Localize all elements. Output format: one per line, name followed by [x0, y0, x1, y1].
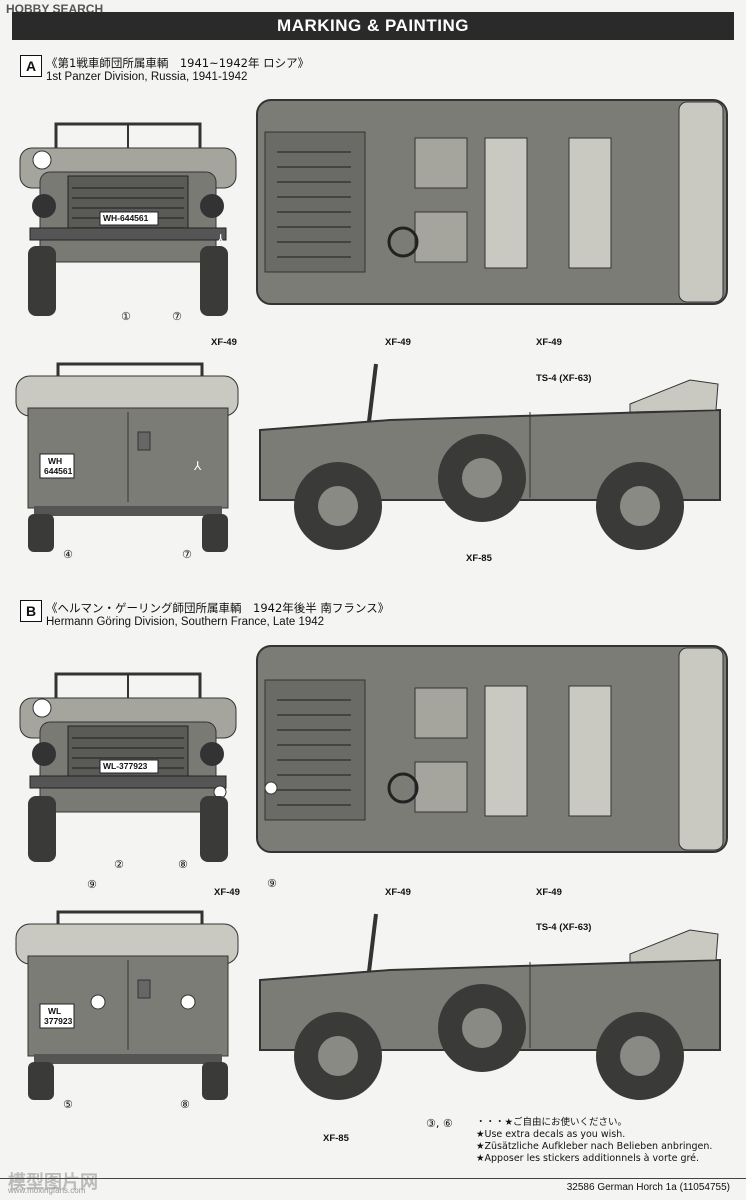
a-side-paint-bottom: XF-85 [466, 553, 492, 564]
b-top-paint-left: XF-49 [385, 887, 411, 898]
section-a-title-en: 1st Panzer Division, Russia, 1941-1942 [46, 71, 248, 83]
section-b-rear-view [15, 910, 239, 1100]
page-title: MARKING & PAINTING [277, 16, 469, 35]
a-top-paint-left: XF-49 [385, 337, 411, 348]
b-callout-5: ⑤ [63, 1098, 73, 1111]
a-callout-7-front: ⑦ [172, 310, 182, 323]
a-side-paint-top: TS-4 (XF-63) [536, 373, 592, 384]
notes-block: ・・・★ご自由にお使いください。 ★Use extra decals as yo… [476, 1117, 712, 1165]
section-a-title-jp: 《第1戦車師団所属車輌 1941~1942年 ロシア》 [46, 56, 310, 70]
a-top-paint-right: XF-49 [536, 337, 562, 348]
footer-text: 32586 German Horch 1a (11054755) [566, 1182, 730, 1193]
notes-de: ★Züsätzliche Aufkleber nach Belieben anb… [476, 1141, 713, 1152]
section-b-title-jp: 《ヘルマン・ゲーリング師団所属車輌 1942年後半 南フランス》 [46, 601, 390, 615]
watermark-url: www.moxingfans.com [8, 1186, 86, 1195]
section-b-letter: B [20, 600, 42, 622]
b-callout-9-top: ⑨ [267, 877, 277, 890]
b-front-plate: WL-377923 [103, 761, 148, 771]
section-a-side-view [259, 363, 721, 550]
section-a-top-view [256, 99, 728, 305]
notes-en: ★Use extra decals as you wish. [476, 1129, 626, 1140]
notes-callout-ref: ③, ⑥ [426, 1117, 453, 1130]
b-side-paint-bottom: XF-85 [323, 1133, 349, 1144]
notes-jp: ・・・★ご自由にお使いください。 [476, 1117, 628, 1128]
rune-icon: ⅄ [193, 459, 202, 473]
section-b-top-view [256, 645, 728, 853]
a-rear-plate-bottom: 644561 [44, 466, 73, 476]
b-rear-plate-top: WL [48, 1006, 62, 1016]
section-b-front-view [19, 672, 237, 862]
section-a-letter: A [20, 55, 42, 77]
a-rear-paint-top: XF-49 [211, 337, 237, 348]
section-a-front-view: ⅄ [19, 122, 237, 316]
a-callout-1: ① [121, 310, 131, 323]
notes-fr: ★Apposer les stickers additionnels à vor… [476, 1153, 700, 1164]
watermark-logo: 模型图片网 [8, 1172, 98, 1193]
b-callout-9-rear: ⑨ [87, 878, 97, 891]
b-callout-8-rear: ⑧ [180, 1098, 190, 1111]
section-b-title-en: Hermann Göring Division, Southern France… [46, 616, 325, 628]
header-bar [12, 12, 734, 40]
section-a-rear-view: ⅄ [15, 362, 239, 552]
b-callout-2: ② [114, 858, 124, 871]
a-callout-7-rear: ⑦ [182, 548, 192, 561]
section-b-side-view [259, 913, 721, 1100]
b-rear-plate-bottom: 377923 [44, 1016, 73, 1026]
b-rear-paint-top: XF-49 [214, 887, 240, 898]
b-callout-8-front: ⑧ [178, 858, 188, 871]
a-front-plate: WH-644561 [103, 213, 149, 223]
rune-icon: ⅄ [216, 232, 225, 246]
footer-divider [0, 1178, 746, 1179]
b-top-paint-right: XF-49 [536, 887, 562, 898]
a-callout-4: ④ [63, 548, 73, 561]
b-side-paint-top: TS-4 (XF-63) [536, 922, 592, 933]
a-rear-plate-top: WH [48, 456, 63, 466]
